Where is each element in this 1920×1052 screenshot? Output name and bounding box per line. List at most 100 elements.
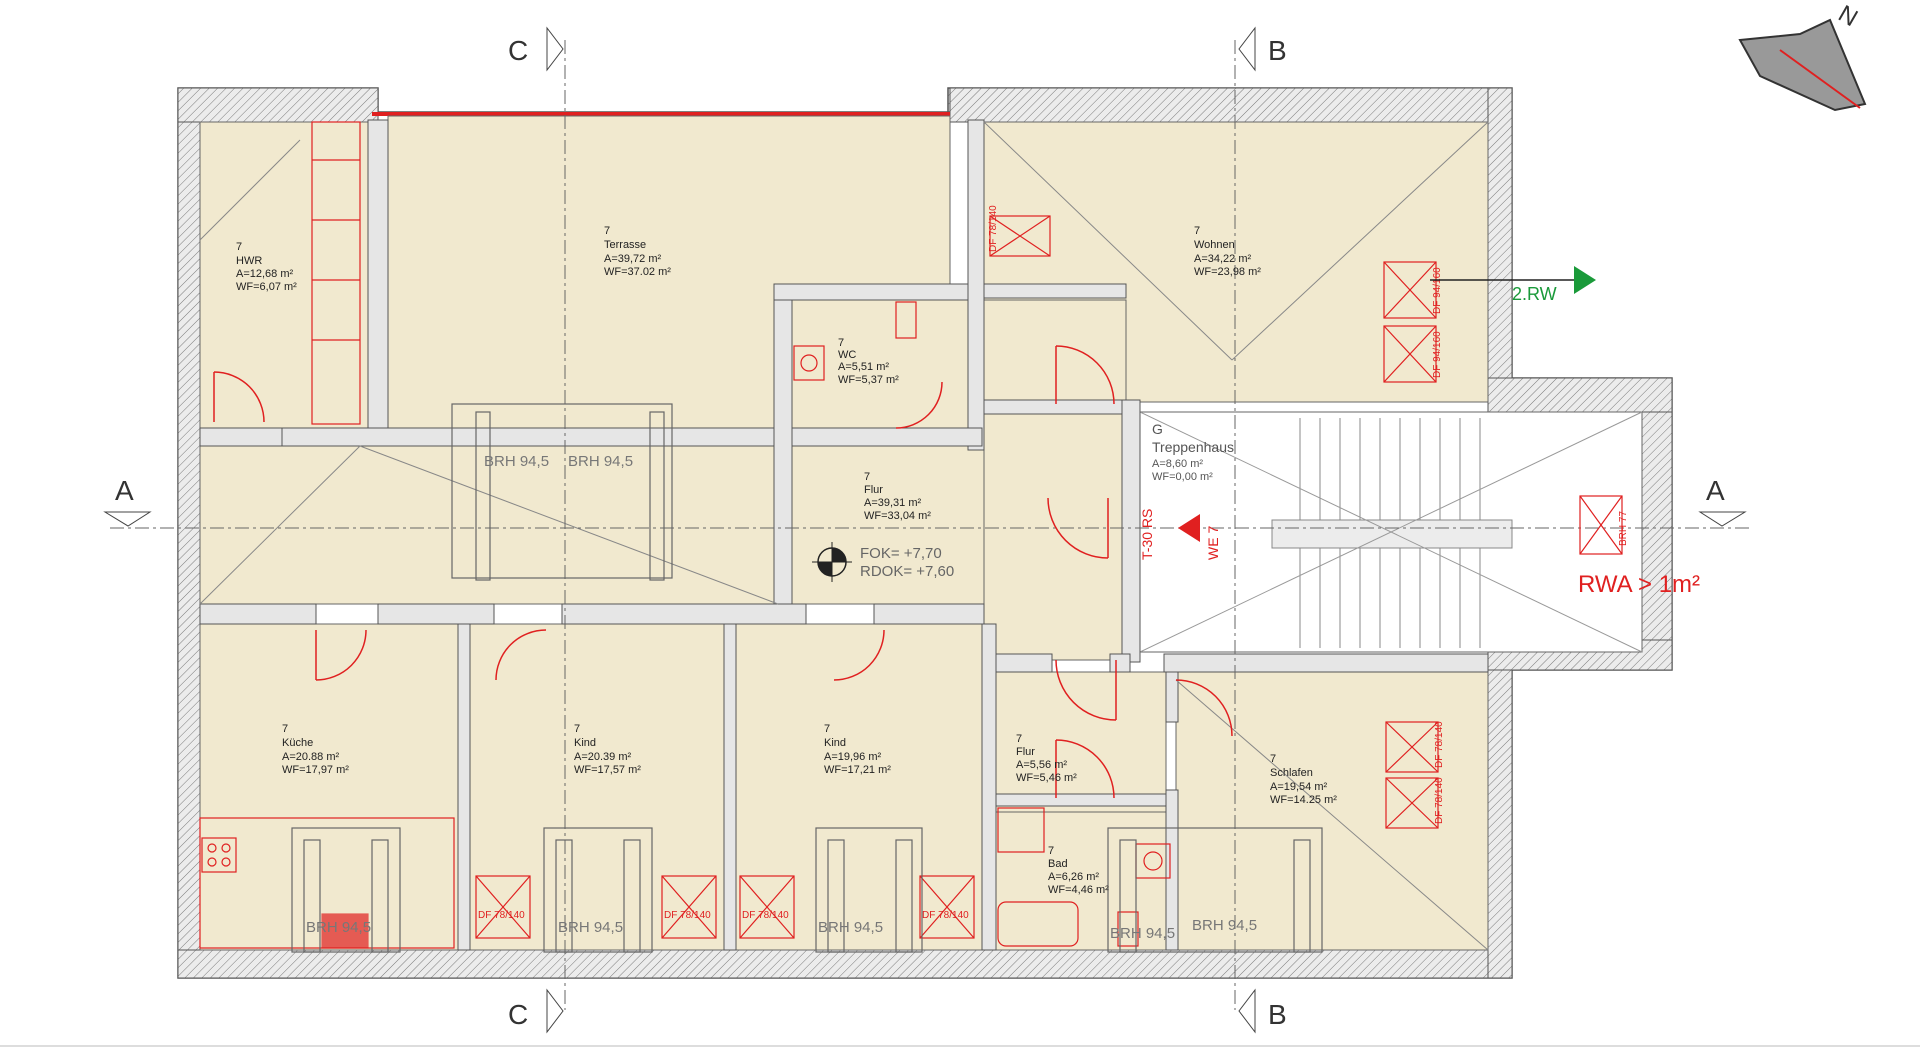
flur2-floor <box>995 671 1167 813</box>
svg-text:7: 7 <box>824 723 830 735</box>
outer-wall-stair-right <box>1641 377 1673 671</box>
stair-treads <box>1271 418 1513 648</box>
section-b-bottom-arrow <box>1238 988 1256 1034</box>
outer-wall-bottom <box>177 949 1513 979</box>
section-a-left-arrow <box>103 511 152 527</box>
brh-label: BRH 94,5 <box>1192 917 1257 934</box>
level-marker: FOK= +7,70 RDOK= +7,60 <box>812 542 954 582</box>
wc-floor <box>791 299 969 429</box>
room-label-kind-1: 7 Kind A=20.39 m² WF=17,57 m² <box>574 723 641 776</box>
brh-label: BRH 94,5 <box>306 919 371 936</box>
svg-text:A=20.88 m²: A=20.88 m² <box>282 751 340 763</box>
svg-text:N: N <box>1834 0 1863 32</box>
window-tag: DF 78/140 <box>922 910 969 921</box>
svg-text:Flur: Flur <box>1016 746 1035 758</box>
outer-wall-right-lower <box>1487 661 1513 979</box>
svg-text:A=19,96 m²: A=19,96 m² <box>824 751 882 763</box>
svg-text:7: 7 <box>282 723 288 735</box>
window-tags: DF 78/140 DF 94/160 DF 94/160 DF 78/140 … <box>478 205 1629 921</box>
section-c-bottom-arrow <box>546 988 564 1034</box>
north-arrow-icon: N <box>1738 0 1867 112</box>
wall <box>983 283 1127 299</box>
svg-text:WF=33,04 m²: WF=33,04 m² <box>864 510 931 522</box>
section-b-top-arrow <box>1238 26 1256 72</box>
svg-text:Treppenhaus: Treppenhaus <box>1152 439 1234 455</box>
roof-windows <box>475 215 1623 939</box>
svg-text:WF=0,00 m²: WF=0,00 m² <box>1152 471 1213 483</box>
svg-text:Kind: Kind <box>824 737 846 749</box>
outer-wall-top-hwr <box>177 87 379 123</box>
wall <box>995 793 1167 807</box>
interior-walls <box>199 119 1489 951</box>
room-label-wohnen: 7 Wohnen A=34,22 m² WF=23,98 m² <box>1194 225 1261 278</box>
svg-text:WC: WC <box>838 349 856 361</box>
wall <box>1109 653 1131 673</box>
wall <box>199 427 291 447</box>
room-label-kind-2: 7 Kind A=19,96 m² WF=17,21 m² <box>824 723 891 776</box>
svg-text:A=8,60 m²: A=8,60 m² <box>1152 458 1203 470</box>
svg-text:Wohnen: Wohnen <box>1194 239 1235 251</box>
svg-text:WF=14.25 m²: WF=14.25 m² <box>1270 794 1337 806</box>
wall <box>981 623 997 951</box>
svg-text:HWR: HWR <box>236 255 262 267</box>
svg-text:7: 7 <box>864 471 870 483</box>
svg-text:7: 7 <box>574 723 580 735</box>
bathtub-icon <box>997 901 1079 947</box>
room-label-flur: 7 Flur A=39,31 m² WF=33,04 m² <box>864 471 931 522</box>
outer-walls <box>177 87 1673 979</box>
fixtures <box>199 121 1171 949</box>
room-label-wc: 7 WC A=5,51 m² WF=5,37 m² <box>838 337 899 386</box>
svg-text:Küche: Küche <box>282 737 313 749</box>
toilet-icon <box>895 301 917 339</box>
brh-label: BRH 94,5 <box>484 453 549 470</box>
svg-text:A=6,26 m²: A=6,26 m² <box>1048 871 1099 883</box>
svg-text:7: 7 <box>1194 225 1200 237</box>
section-c-top: C <box>508 35 528 66</box>
svg-text:WF=5,37 m²: WF=5,37 m² <box>838 374 899 386</box>
window-tag: DF 78/140 <box>742 910 789 921</box>
we-label: WE 7 <box>1205 526 1221 560</box>
we-arrow-icon <box>1178 514 1200 542</box>
window-tag: DF 94/160 <box>1432 267 1443 314</box>
svg-text:Terrasse: Terrasse <box>604 239 646 251</box>
svg-text:7: 7 <box>838 337 844 349</box>
roof-lines <box>199 121 1489 951</box>
svg-text:G: G <box>1152 421 1163 437</box>
window-tag: DF 78/140 <box>664 910 711 921</box>
section-markers: A A C C B B <box>103 26 1747 1034</box>
svg-text:7: 7 <box>1270 753 1276 765</box>
section-a-left: A <box>115 475 134 506</box>
outer-wall-right <box>1487 87 1513 385</box>
fire-door-label: T-30 RS <box>1139 509 1155 560</box>
svg-text:A=12,68 m²: A=12,68 m² <box>236 268 294 280</box>
stair-diagonal-2 <box>1139 411 1643 653</box>
rwa-label: RWA > 1m² <box>1578 571 1700 598</box>
svg-text:A=19,54 m²: A=19,54 m² <box>1270 781 1328 793</box>
window-tag: DF 78/140 <box>478 910 525 921</box>
room-floors <box>199 115 1489 951</box>
outer-wall-stair-top <box>1487 377 1673 413</box>
svg-text:A=39,31 m²: A=39,31 m² <box>864 497 922 509</box>
wall <box>1121 399 1141 663</box>
svg-text:Bad: Bad <box>1048 858 1068 870</box>
window-tag: BRH 77 <box>1618 511 1629 546</box>
wall <box>1165 671 1179 723</box>
wall <box>873 603 985 625</box>
annotations: 2.RW RWA > 1m² WE 7 T-30 RS <box>1139 266 1700 598</box>
svg-text:Kind: Kind <box>574 737 596 749</box>
bad-toilet-icon <box>1117 911 1139 947</box>
svg-text:A=20.39 m²: A=20.39 m² <box>574 751 632 763</box>
section-c-top-arrow <box>546 26 564 72</box>
stairwell <box>1139 411 1643 653</box>
wall <box>457 623 471 951</box>
bad-floor <box>995 811 1177 951</box>
wall <box>995 653 1053 673</box>
section-a-right: A <box>1706 475 1725 506</box>
room-labels: 7 HWR A=12,68 m² WF=6,07 m² 7 Terrasse A… <box>236 225 1337 896</box>
room-label-flur-2: 7 Flur A=5,56 m² WF=5,46 m² <box>1016 733 1077 784</box>
svg-text:A=5,56 m²: A=5,56 m² <box>1016 759 1067 771</box>
room-label-terrasse: 7 Terrasse A=39,72 m² WF=37.02 m² <box>604 225 671 278</box>
rw-label: 2.RW <box>1512 284 1557 304</box>
hwr-shelf <box>311 121 361 425</box>
